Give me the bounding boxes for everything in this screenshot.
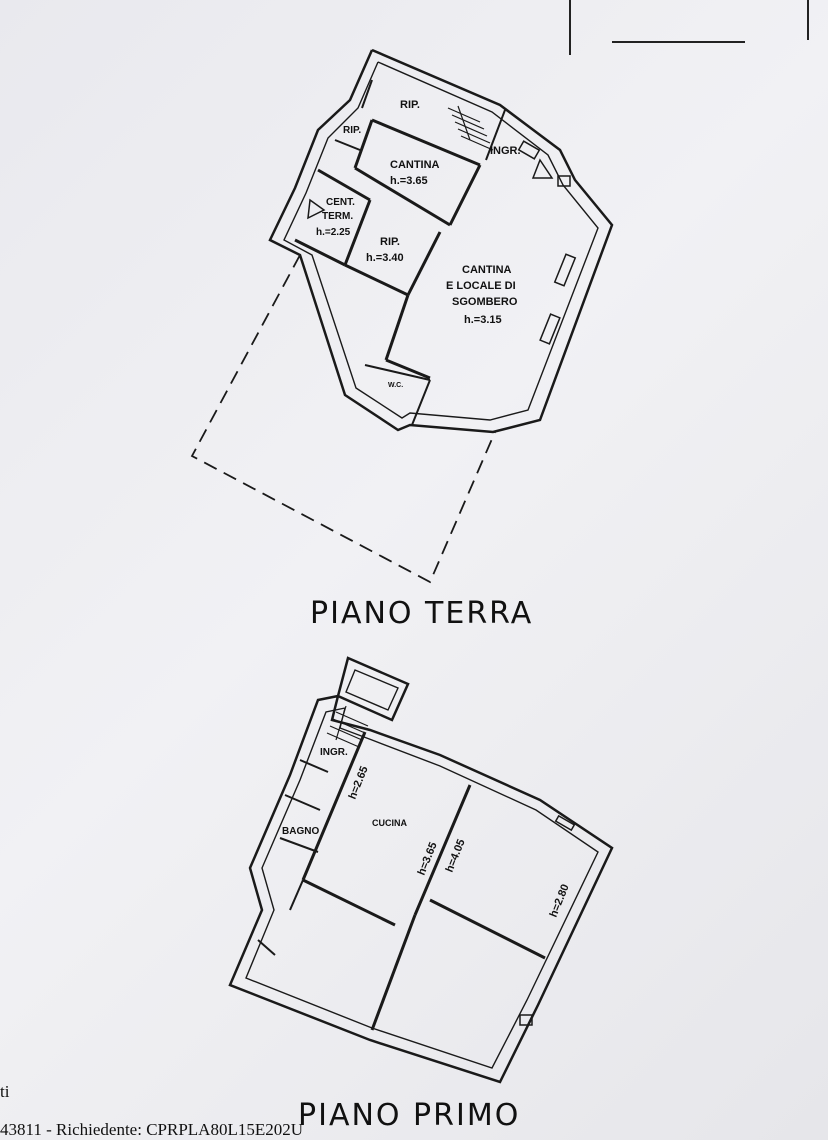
first-floor-title: PIANO PRIMO <box>298 1098 520 1133</box>
label-bagno: BAGNO <box>282 826 319 837</box>
label-cantina-sgombero-3: SGOMBERO <box>452 296 518 308</box>
label-cantina-sgombero-1: CANTINA <box>462 264 512 276</box>
label-rip-top: RIP. <box>400 99 420 111</box>
footer-fragment: ti <box>0 1082 10 1101</box>
footer-request-line: 43811 - Richiedente: CPRPLA80L15E202U <box>0 1120 303 1139</box>
stamp-box <box>569 0 809 55</box>
label-cucina: CUCINA <box>372 818 407 828</box>
label-ingr: INGR. <box>490 145 521 157</box>
label-rip-left: RIP. <box>343 125 361 136</box>
label-cantina-height: h.=3.65 <box>390 175 428 187</box>
first-floor-labels: INGR. CUCINA BAGNO h=2.65 h=3.65 h=4.05 … <box>282 747 572 919</box>
label-cent-height: h.=2.25 <box>316 227 351 238</box>
label-h-405: h=4.05 <box>444 838 468 875</box>
label-rip-mid: RIP. <box>380 236 400 248</box>
ground-floor-labels: RIP. RIP. CANTINA h.=3.65 INGR. CENT. TE… <box>316 99 521 389</box>
label-cantina: CANTINA <box>390 159 440 171</box>
label-cent: CENT. <box>326 197 355 208</box>
label-term: TERM. <box>322 211 353 222</box>
first-floor-plan <box>228 656 614 1084</box>
ground-floor-plan <box>190 48 614 584</box>
label-cantina-sgombero-2: E LOCALE DI <box>446 280 516 292</box>
label-wc: W.C. <box>388 382 403 389</box>
label-ingr-first: INGR. <box>320 747 348 758</box>
label-cantina-sgombero-height: h.=3.15 <box>464 314 502 326</box>
label-rip-mid-height: h.=3.40 <box>366 252 404 264</box>
label-h-365: h=3.65 <box>416 841 440 878</box>
ground-floor-title: PIANO TERRA <box>310 596 533 631</box>
